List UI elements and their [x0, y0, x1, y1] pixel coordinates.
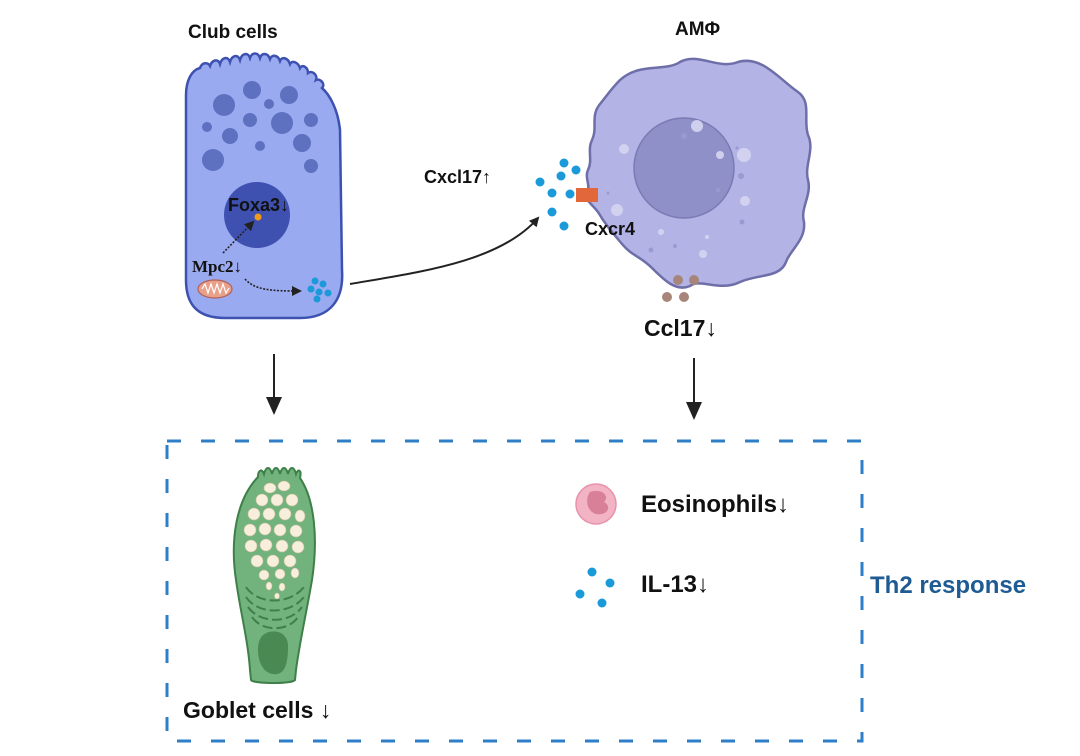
ccl17-granules	[662, 275, 699, 302]
club-cell-granules	[202, 81, 318, 173]
il13-trend: ↓	[697, 571, 710, 598]
foxa3-label: Foxa3↓	[228, 196, 289, 214]
eosinophil-icon	[575, 483, 617, 525]
club-cell	[184, 52, 344, 320]
foxa3-dot	[254, 213, 262, 221]
ccl17-name: Ccl17	[644, 315, 706, 341]
cxcr4-label: Cxcr4	[585, 219, 636, 239]
th2-response-box	[165, 439, 864, 743]
macrophage-vesicles	[611, 120, 751, 258]
eosinophils-trend: ↓	[777, 491, 790, 518]
goblet-cells-label: Goblet cells ↓	[183, 699, 331, 722]
goblet-cells-trend: ↓	[319, 697, 332, 723]
goblet-nucleus	[258, 631, 288, 675]
goblet-mucus-granules	[243, 480, 306, 600]
goblet-golgi	[245, 586, 305, 630]
eosinophils-name: Eosinophils	[641, 491, 778, 518]
ccl17-trend: ↓	[705, 315, 717, 341]
alveolar-macrophage	[576, 57, 812, 302]
arrow-mpc2-to-cxcl17	[244, 278, 302, 296]
cxcl17-label: Cxcl17↑	[424, 168, 491, 186]
il13-name: IL-13	[641, 571, 698, 598]
il13-label: IL-13↓	[641, 573, 709, 597]
ccl17-label: Ccl17↓	[644, 317, 717, 340]
cxcl17-secreted	[535, 158, 581, 231]
macrophage-small-dots	[606, 133, 745, 253]
club-cells-label: Club cells	[188, 22, 278, 43]
goblet-cell	[232, 467, 316, 684]
il13-icon	[575, 567, 615, 608]
arrow-club-to-cxcl17	[349, 216, 540, 285]
mpc2-name: Mpc2	[192, 257, 234, 276]
cxcl17-granules-club	[307, 277, 332, 303]
mpc2-label: Mpc2↓	[192, 258, 242, 275]
foxa3-trend: ↓	[280, 195, 290, 215]
macrophage-nucleus	[633, 117, 735, 219]
mitochondrion-icon	[197, 279, 233, 299]
cxcl17-trend: ↑	[482, 167, 492, 187]
arrow-mpc2-to-foxa3	[222, 220, 255, 254]
cxcr4-receptor	[576, 188, 598, 202]
cxcl17-name: Cxcl17	[424, 167, 483, 187]
goblet-cells-name: Goblet cells	[183, 697, 314, 723]
goblet-cell-body	[232, 467, 316, 684]
mpc2-trend: ↓	[233, 257, 243, 276]
th2-response-label: Th2 response	[870, 572, 1027, 599]
eosinophils-label: Eosinophils↓	[641, 493, 789, 517]
foxa3-name: Foxa3	[228, 195, 281, 215]
macrophage-label: AMΦ	[675, 19, 721, 40]
